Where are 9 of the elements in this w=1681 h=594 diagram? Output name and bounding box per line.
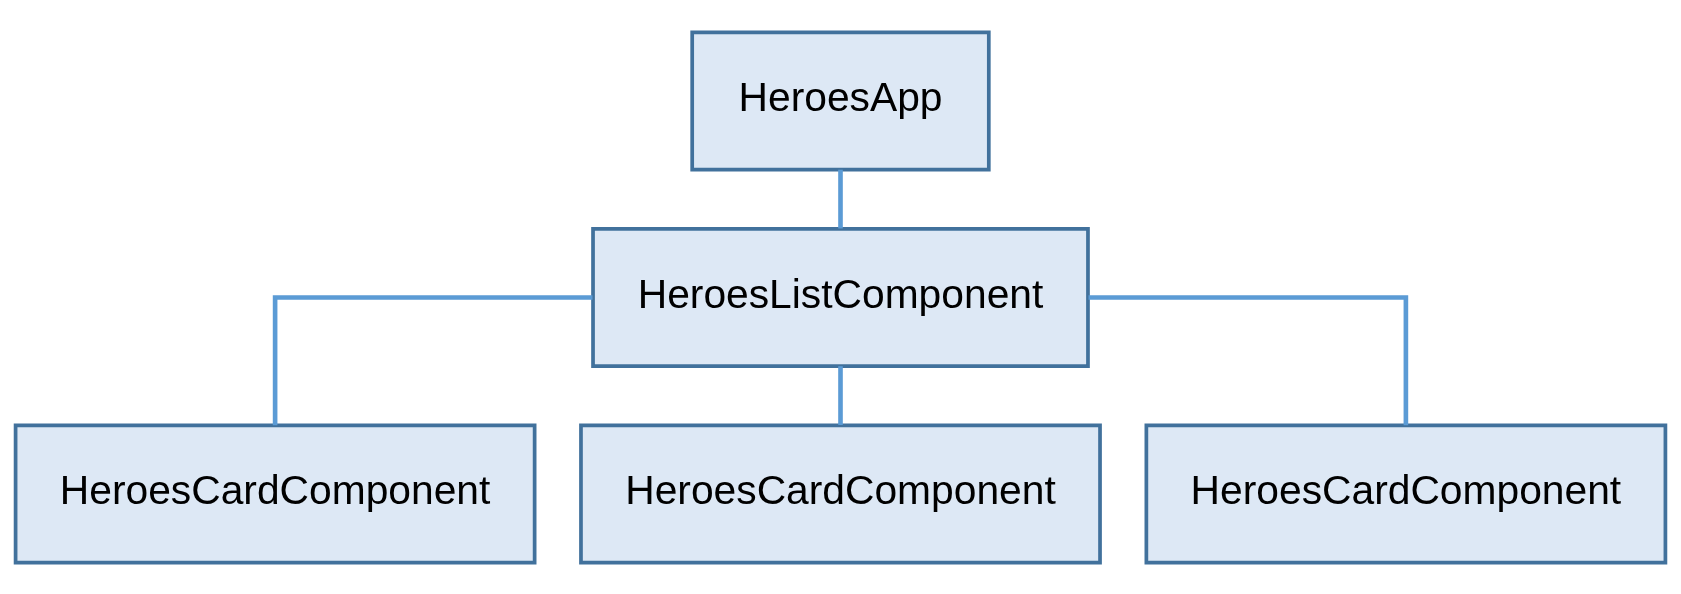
connector bbox=[1088, 294, 1409, 425]
node-box: HeroesCardComponent bbox=[1144, 423, 1668, 564]
connector bbox=[838, 169, 843, 228]
node-box: HeroesCardComponent bbox=[579, 423, 1102, 564]
node-box: HeroesCardComponent bbox=[13, 423, 537, 564]
connector bbox=[838, 365, 843, 425]
node-box: HeroesListComponent bbox=[591, 226, 1090, 368]
connector bbox=[272, 294, 593, 425]
node-box: HeroesApp bbox=[690, 30, 991, 171]
